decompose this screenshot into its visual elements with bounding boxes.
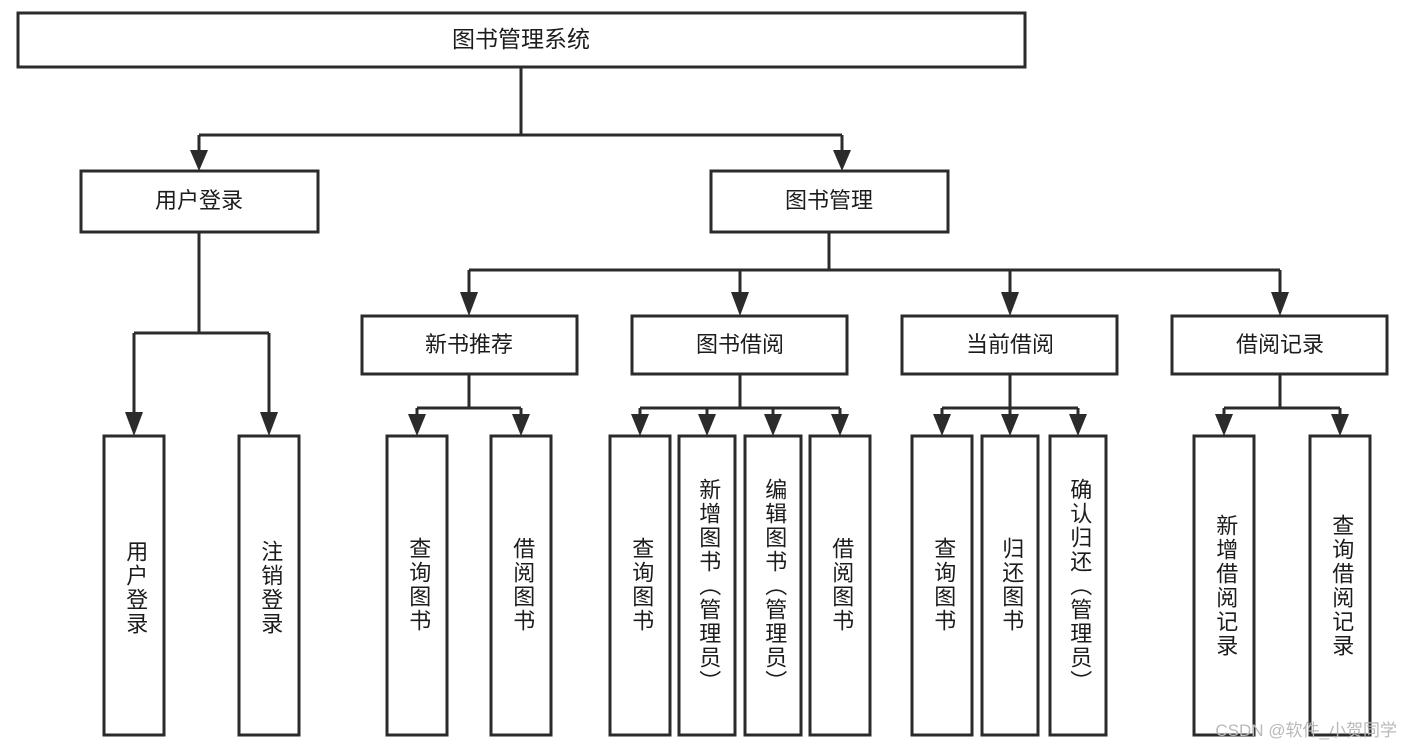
leaf-query-book-1-label: 查询图书: [406, 537, 431, 633]
node-current-borrow-label: 当前借阅: [966, 332, 1054, 357]
leaf-add-record-label: 新增借阅记录: [1213, 514, 1238, 658]
leaf-return-book-label: 归还图书: [999, 537, 1024, 633]
leaf-query-book-2-label: 查询图书: [629, 537, 654, 633]
leaf-edit-book-label: 编辑图书（管理员）: [762, 478, 787, 694]
leaf-query-book-1[interactable]: 查询图书: [385, 434, 449, 737]
leaf-user-logout-box[interactable]: [237, 434, 301, 737]
leaf-add-book-box[interactable]: [677, 434, 737, 737]
leaf-query-record[interactable]: 查询借阅记录: [1308, 434, 1372, 737]
leaf-query-book-1-box[interactable]: [385, 434, 449, 737]
leaf-query-book-3[interactable]: 查询图书: [910, 434, 974, 737]
arrowhead-leaf-query-book-3: [933, 414, 951, 436]
leaf-borrow-book-1-box[interactable]: [489, 434, 553, 737]
arrowhead-leaf-query-book-2: [631, 414, 649, 436]
arrowhead-leaf-return-book: [1001, 414, 1019, 436]
leaf-user-logout-label: 注销登录: [258, 540, 283, 636]
leaf-borrow-book-2-box[interactable]: [808, 434, 872, 737]
node-current-borrow-box[interactable]: [900, 314, 1119, 376]
leaf-query-book-3-label: 查询图书: [931, 537, 956, 633]
arrowhead-leaf-borrow-book-1: [512, 414, 530, 436]
node-new-book-recommend[interactable]: 新书推荐: [360, 314, 579, 376]
node-book-borrow-box[interactable]: [630, 314, 849, 376]
arrowhead-borrow-record: [1271, 292, 1289, 316]
leaf-add-record[interactable]: 新增借阅记录: [1192, 434, 1256, 737]
arrowhead-leaf-user-login: [125, 412, 143, 436]
node-book-manage-label: 图书管理: [785, 188, 873, 213]
node-book-manage[interactable]: 图书管理: [709, 169, 950, 234]
arrowhead-leaf-borrow-book-2: [831, 414, 849, 436]
connector-layer: [125, 67, 1349, 436]
arrowhead-current-borrow: [1001, 292, 1019, 316]
arrowhead-book-manage: [833, 150, 851, 171]
arrowhead-new-book-recommend: [460, 292, 478, 316]
node-book-borrow[interactable]: 图书借阅: [630, 314, 849, 376]
leaf-confirm-return[interactable]: 确认归还（管理员）: [1048, 434, 1108, 737]
node-book-manage-box[interactable]: [709, 169, 950, 234]
leaf-query-book-2[interactable]: 查询图书: [608, 434, 672, 737]
node-book-borrow-label: 图书借阅: [696, 332, 784, 357]
leaf-query-record-label: 查询借阅记录: [1329, 514, 1354, 658]
leaf-user-logout[interactable]: 注销登录: [237, 434, 301, 737]
leaf-query-book-2-box[interactable]: [608, 434, 672, 737]
node-new-book-recommend-label: 新书推荐: [425, 332, 513, 357]
node-root-box[interactable]: [16, 11, 1027, 69]
leaf-return-book-box[interactable]: [980, 434, 1040, 737]
arrowhead-leaf-add-record: [1215, 414, 1233, 436]
leaf-user-login-box[interactable]: [102, 434, 166, 737]
arrowhead-user-login: [190, 150, 208, 171]
leaf-edit-book[interactable]: 编辑图书（管理员）: [743, 434, 803, 737]
node-root-label: 图书管理系统: [452, 26, 590, 52]
node-user-login-box[interactable]: [79, 169, 320, 234]
node-new-book-recommend-box[interactable]: [360, 314, 579, 376]
arrowhead-leaf-query-book-1: [408, 414, 426, 436]
node-borrow-record[interactable]: 借阅记录: [1170, 314, 1389, 376]
leaf-add-record-box[interactable]: [1192, 434, 1256, 737]
leaf-query-book-3-box[interactable]: [910, 434, 974, 737]
leaf-edit-book-box[interactable]: [743, 434, 803, 737]
arrowhead-leaf-user-logout: [260, 412, 278, 436]
leaf-user-login[interactable]: 用户登录: [102, 434, 166, 737]
leaf-add-book[interactable]: 新增图书（管理员）: [677, 434, 737, 737]
node-user-login-label: 用户登录: [155, 188, 243, 213]
leaf-borrow-book-1-label: 借阅图书: [510, 537, 535, 633]
node-borrow-record-label: 借阅记录: [1236, 332, 1324, 357]
leaf-query-record-box[interactable]: [1308, 434, 1372, 737]
leaf-add-book-label: 新增图书（管理员）: [696, 478, 721, 694]
leaf-borrow-book-2[interactable]: 借阅图书: [808, 434, 872, 737]
leaf-confirm-return-label: 确认归还（管理员）: [1067, 478, 1092, 694]
node-borrow-record-box[interactable]: [1170, 314, 1389, 376]
arrowhead-leaf-confirm-return: [1069, 414, 1087, 436]
leaf-borrow-book-1[interactable]: 借阅图书: [489, 434, 553, 737]
arrowhead-book-borrow: [731, 292, 749, 316]
arrowhead-leaf-add-book: [698, 414, 716, 436]
leaf-borrow-book-2-label: 借阅图书: [829, 537, 854, 633]
leaf-confirm-return-box[interactable]: [1048, 434, 1108, 737]
leaf-user-login-label: 用户登录: [123, 540, 148, 636]
node-current-borrow[interactable]: 当前借阅: [900, 314, 1119, 376]
node-root[interactable]: 图书管理系统: [16, 11, 1027, 69]
leaf-return-book[interactable]: 归还图书: [980, 434, 1040, 737]
node-user-login[interactable]: 用户登录: [79, 169, 320, 234]
arrowhead-leaf-edit-book: [764, 414, 782, 436]
arrowhead-leaf-query-record: [1331, 414, 1349, 436]
